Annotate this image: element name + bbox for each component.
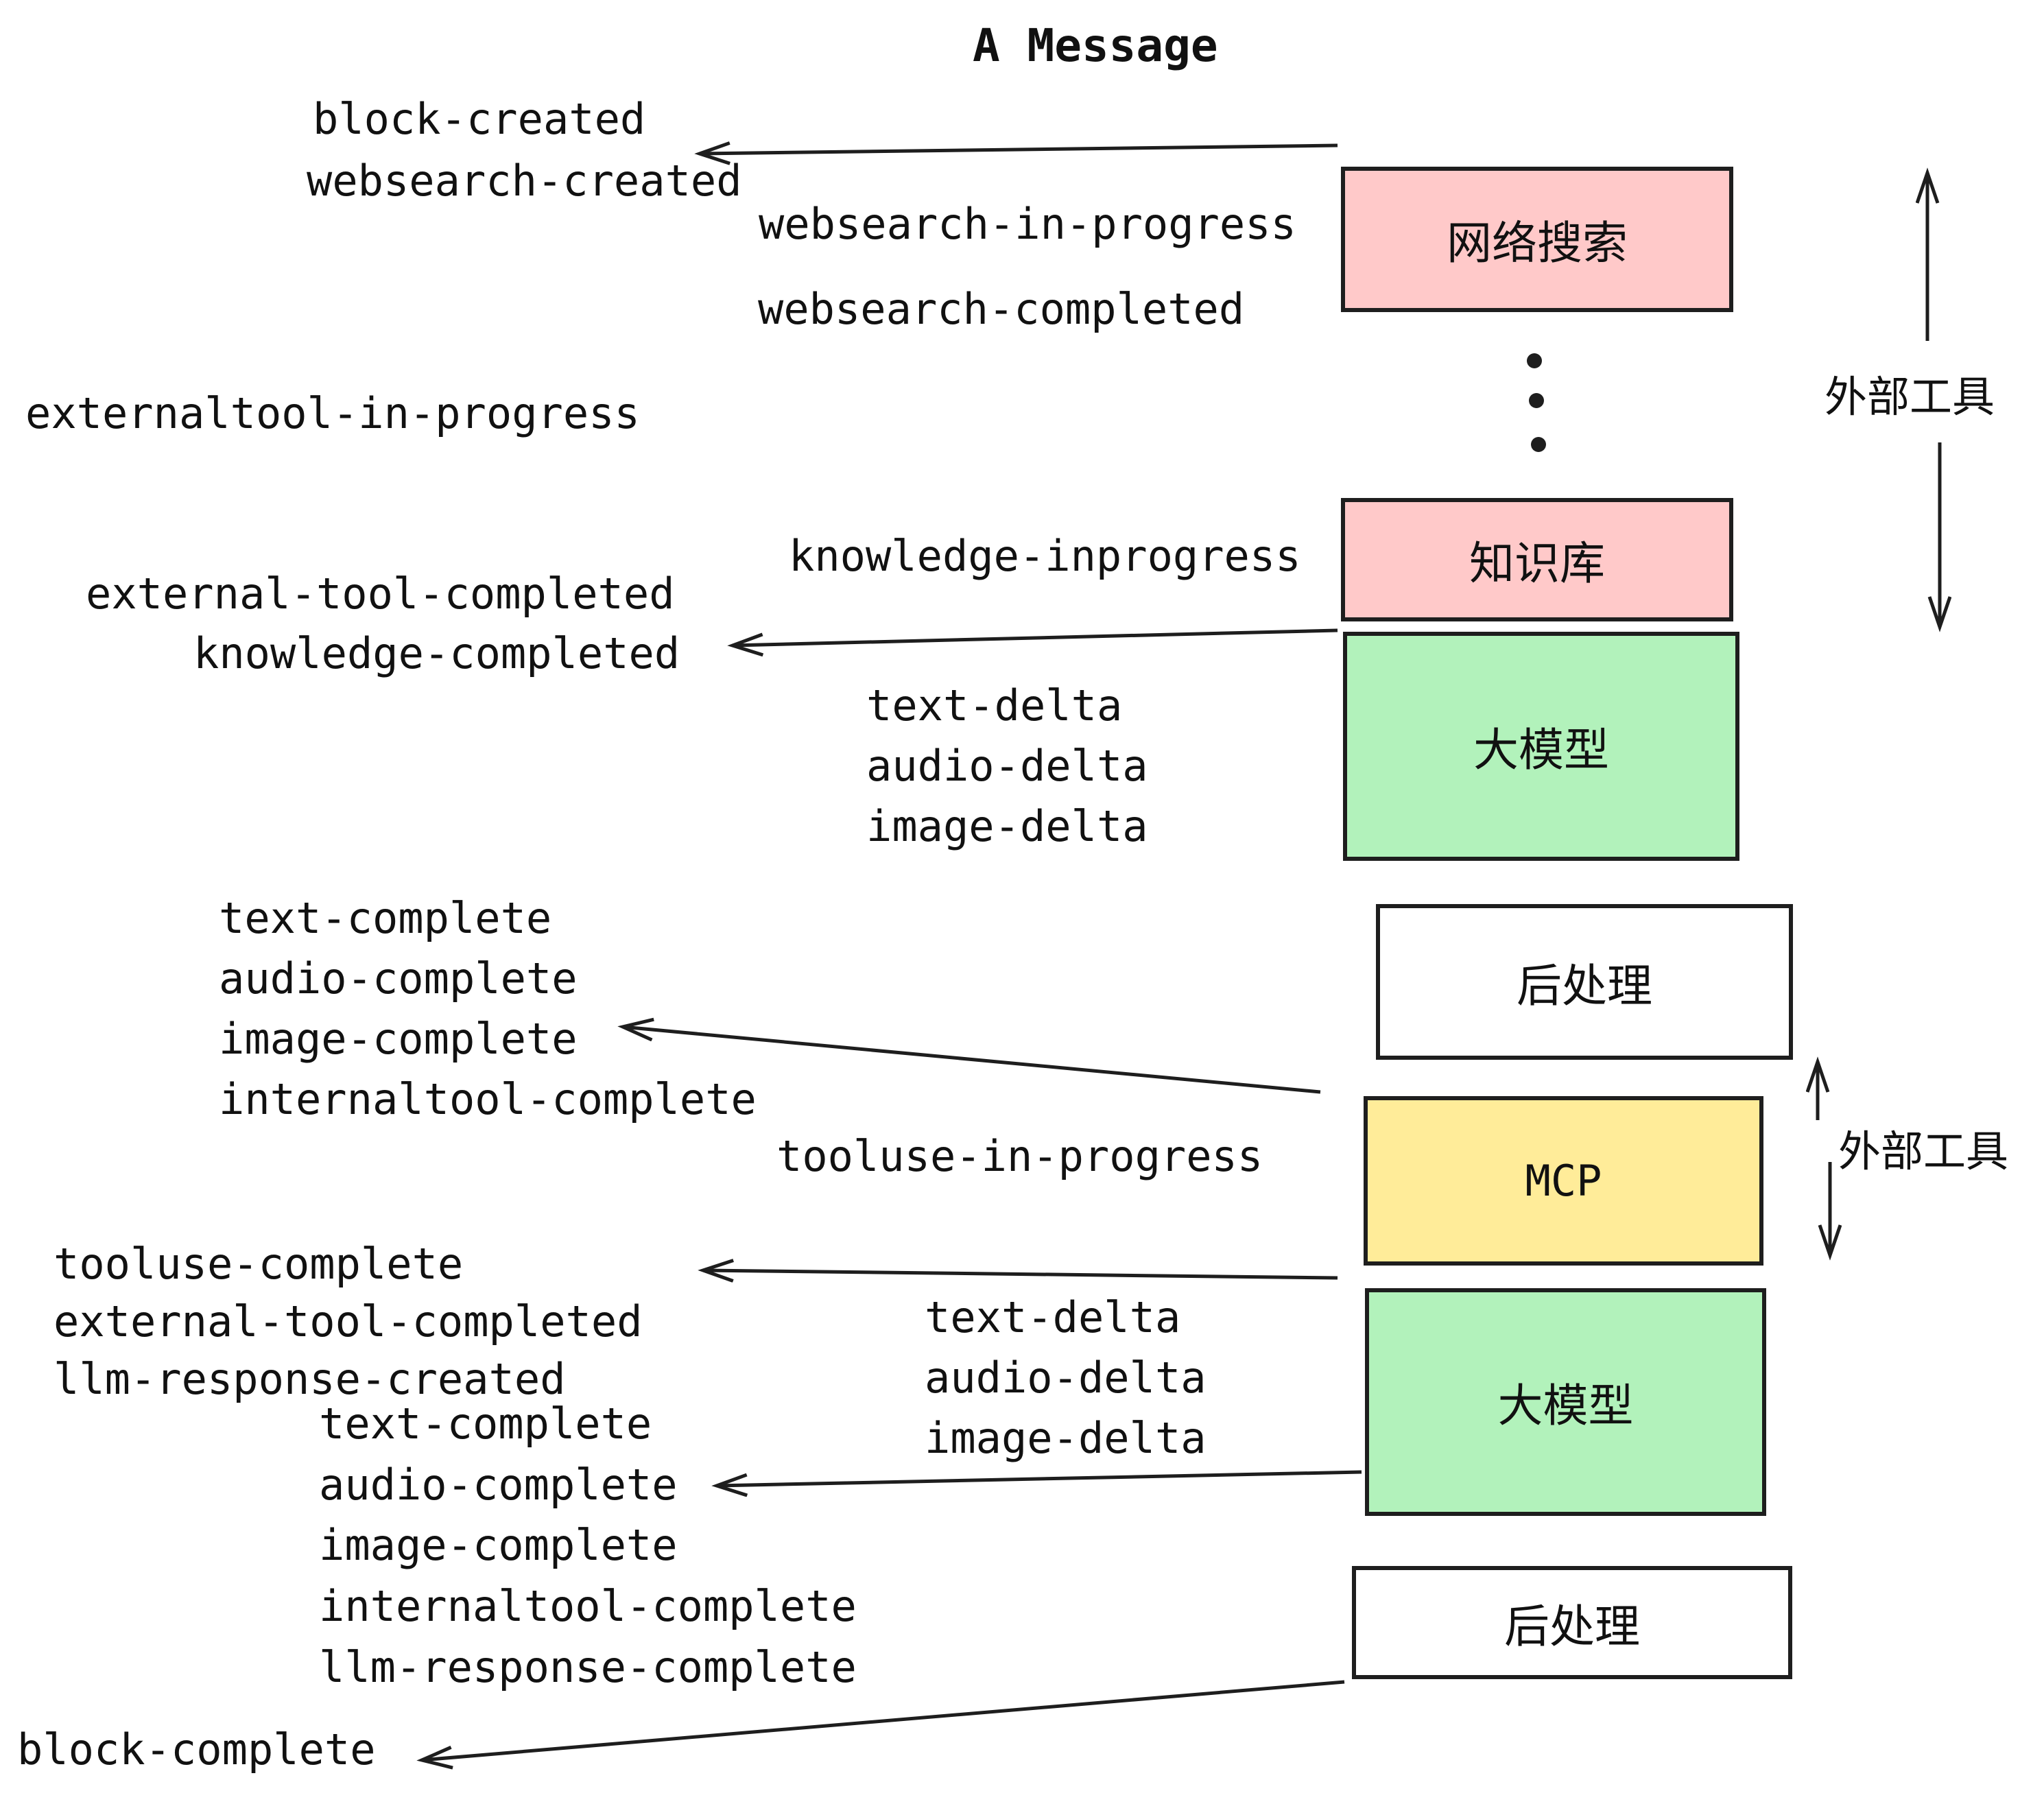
node-postprocess-2: 后处理	[1352, 1566, 1792, 1679]
event-text-delta-2: text-delta	[925, 1292, 1181, 1342]
external-tools-bottom-label: 外部工具	[1838, 1126, 2009, 1176]
node-websearch-label: 网络搜索	[1447, 217, 1628, 270]
arrow-audio-complete	[717, 1470, 1362, 1486]
event-internaltool-complete-2: internaltool-complete	[319, 1581, 857, 1631]
node-postprocess-1: 后处理	[1376, 904, 1793, 1060]
event-knowledge-inprogress: knowledge-inprogress	[789, 531, 1301, 581]
event-externaltool-in-progress: externaltool-in-progress	[25, 388, 640, 438]
event-external-tool-completed: external-tool-completed	[86, 569, 675, 619]
node-llm-2: 大模型	[1365, 1288, 1766, 1516]
external-tools-top-label: 外部工具	[1825, 372, 1995, 422]
event-websearch-in-progress: websearch-in-progress	[759, 199, 1296, 249]
event-image-complete: image-complete	[219, 1014, 578, 1064]
event-websearch-created: websearch-created	[307, 156, 742, 206]
event-audio-complete: audio-complete	[219, 953, 578, 1004]
event-knowledge-completed: knowledge-completed	[193, 628, 680, 678]
event-image-complete-2: image-complete	[319, 1520, 678, 1570]
event-block-created: block-created	[313, 94, 646, 144]
event-internaltool-complete: internaltool-complete	[219, 1074, 757, 1124]
event-llm-response-complete: llm-response-complete	[319, 1642, 857, 1692]
event-image-delta-2: image-delta	[925, 1413, 1207, 1463]
arrow-websearch-created	[700, 145, 1338, 154]
event-text-delta: text-delta	[866, 680, 1123, 731]
event-audio-complete-2: audio-complete	[319, 1460, 678, 1510]
ellipsis-dot	[1531, 437, 1546, 452]
event-audio-delta-2: audio-delta	[925, 1353, 1207, 1403]
node-mcp-label: MCP	[1525, 1156, 1602, 1206]
ellipsis-dot	[1529, 393, 1544, 408]
event-llm-response-created: llm-response-created	[54, 1354, 566, 1404]
node-llm-2-label: 大模型	[1497, 1379, 1634, 1432]
node-mcp: MCP	[1364, 1096, 1763, 1266]
node-llm-1-label: 大模型	[1473, 724, 1609, 776]
arrow-knowledge-completed	[733, 628, 1338, 645]
arrow-block-complete	[422, 1680, 1345, 1760]
page-title: A Message	[973, 19, 1218, 72]
ellipsis-dot	[1527, 353, 1542, 368]
arrow-tooluse-complete	[703, 1270, 1338, 1278]
node-postprocess-2-label: 后处理	[1504, 1600, 1640, 1653]
event-image-delta: image-delta	[866, 801, 1148, 851]
event-tooluse-in-progress: tooluse-in-progress	[776, 1131, 1263, 1181]
node-knowledge: 知识库	[1341, 498, 1733, 621]
node-postprocess-1-label: 后处理	[1517, 959, 1652, 1012]
event-tooluse-complete: tooluse-complete	[54, 1239, 464, 1289]
event-block-complete: block-complete	[17, 1724, 376, 1775]
event-external-tool-completed-2: external-tool-completed	[54, 1296, 643, 1346]
event-text-complete: text-complete	[219, 893, 552, 943]
arrow-image-complete	[623, 1027, 1321, 1094]
event-audio-delta: audio-delta	[866, 741, 1148, 791]
node-llm-1: 大模型	[1343, 632, 1739, 861]
event-websearch-completed: websearch-completed	[758, 284, 1245, 334]
node-knowledge-label: 知识库	[1469, 537, 1605, 590]
node-websearch: 网络搜索	[1341, 167, 1733, 312]
event-text-complete-2: text-complete	[319, 1399, 652, 1449]
